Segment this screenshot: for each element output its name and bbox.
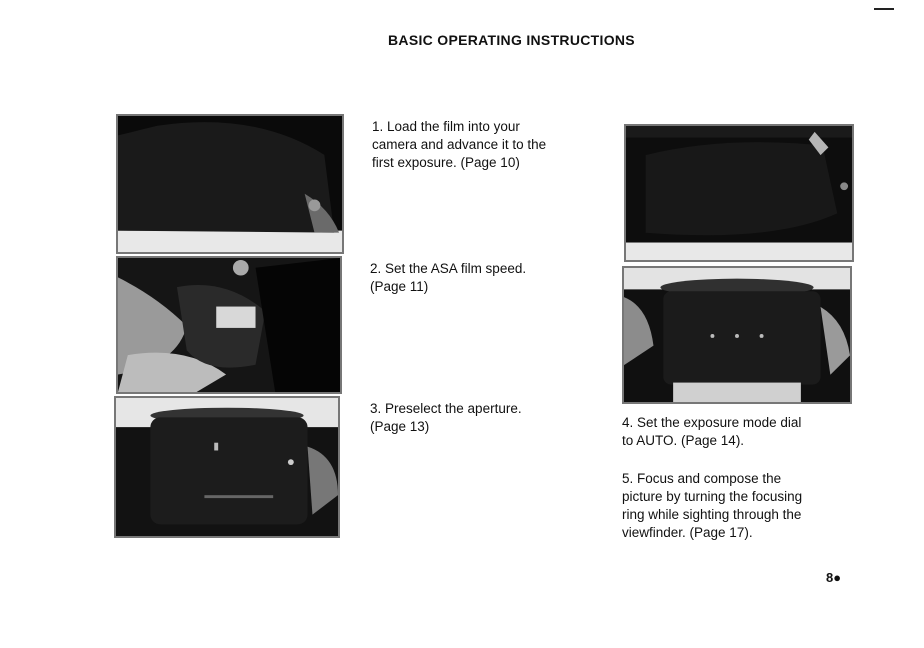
step-4-line: to AUTO. (Page 14). (622, 433, 745, 448)
step-4: 4. Set the exposure mode dial to AUTO. (… (622, 414, 862, 450)
step-5-line: ring while sighting through the (622, 507, 802, 522)
step-1-line: first exposure. (Page 10) (372, 155, 520, 170)
step-2-line: 2. Set the ASA film speed. (370, 261, 527, 276)
step-3-line: (Page 13) (370, 419, 430, 434)
step-1: 1. Load the film into your camera and ad… (372, 118, 602, 172)
photo-camera-top (624, 124, 854, 262)
photo-asa-dial (116, 256, 342, 394)
step-5-line: 5. Focus and compose the (622, 471, 782, 486)
step-2-line: (Page 11) (370, 279, 429, 294)
step-3: 3. Preselect the aperture. (Page 13) (370, 400, 600, 436)
step-3-line: 3. Preselect the aperture. (370, 401, 522, 416)
step-4-line: 4. Set the exposure mode dial (622, 415, 802, 430)
page-title: BASIC OPERATING INSTRUCTIONS (388, 32, 635, 48)
photo-mode-dial (622, 266, 852, 404)
page-number: 8● (826, 570, 842, 585)
step-5-line: picture by turning the focusing (622, 489, 803, 504)
step-5-line: viewfinder. (Page 17). (622, 525, 753, 540)
step-2: 2. Set the ASA film speed. (Page 11) (370, 260, 600, 296)
photo-aperture (114, 396, 340, 538)
step-1-line: camera and advance it to the (372, 137, 547, 152)
corner-mark (874, 8, 894, 10)
photo-load-film (116, 114, 344, 254)
step-5: 5. Focus and compose the picture by turn… (622, 470, 862, 542)
step-1-line: 1. Load the film into your (372, 119, 520, 134)
